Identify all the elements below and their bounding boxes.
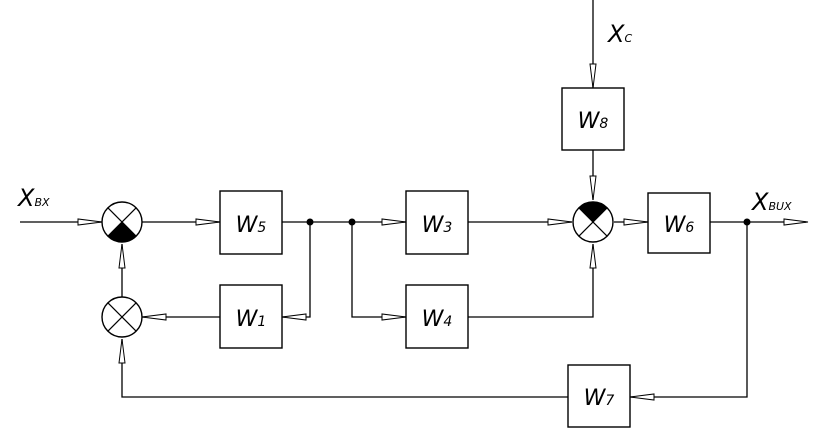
branch-nodes xyxy=(306,218,751,226)
block-w6: W6 xyxy=(647,192,711,254)
block-w3: W3 xyxy=(405,190,469,255)
arrow-w4-to-sum3 xyxy=(589,243,597,269)
arrow-to-w5 xyxy=(195,218,221,226)
block-w1: W1 xyxy=(219,284,283,349)
branch-node-output xyxy=(743,218,751,226)
wire-w4-sum3 xyxy=(468,244,594,318)
summing-junction-1 xyxy=(101,201,143,243)
signal-label-disturbance: XC xyxy=(606,20,632,48)
arrow-w7-to-sum2 xyxy=(118,338,126,364)
svg-text:W8: W8 xyxy=(578,109,609,134)
signal-label-output: XBUX xyxy=(750,188,792,216)
wire-feedback-w1 xyxy=(282,222,311,318)
sum3-negative-sector xyxy=(578,202,608,222)
arrow-to-w4 xyxy=(381,313,407,321)
block-w8: W8 xyxy=(561,87,625,151)
arrow-output xyxy=(783,218,809,226)
arrow-to-sum2 xyxy=(141,313,167,321)
signal-label-input: XBX xyxy=(16,184,50,212)
branch-node-w1 xyxy=(306,218,314,226)
arrow-sum2-to-sum1 xyxy=(118,243,126,269)
svg-text:W3: W3 xyxy=(422,213,453,238)
svg-text:W1: W1 xyxy=(236,307,267,332)
arrow-to-w7 xyxy=(629,393,655,401)
arrowheads xyxy=(77,63,809,401)
summing-junction-3 xyxy=(572,201,614,243)
arrow-to-w1 xyxy=(281,313,307,321)
arrow-to-w8 xyxy=(589,63,597,89)
arrow-to-w6 xyxy=(623,218,649,226)
sum1-negative-sector xyxy=(107,222,137,242)
arrow-to-sum3 xyxy=(547,218,573,226)
block-w5: W5 xyxy=(219,190,283,255)
svg-text:W4: W4 xyxy=(422,307,453,332)
arrow-to-w3 xyxy=(381,218,407,226)
svg-text:W6: W6 xyxy=(664,213,695,238)
branch-node-w4 xyxy=(348,218,356,226)
arrow-input xyxy=(77,218,103,226)
wire-feedback-w7 xyxy=(630,222,748,398)
block-w7: W7 xyxy=(567,364,631,428)
svg-text:W7: W7 xyxy=(584,386,615,411)
wire-branch-w4 xyxy=(351,222,406,318)
summing-junction-2 xyxy=(101,296,143,338)
block-w4: W4 xyxy=(405,284,469,349)
wire-w7-sum2 xyxy=(121,339,568,398)
arrow-w8-to-sum3 xyxy=(589,175,597,201)
svg-text:W5: W5 xyxy=(236,213,267,238)
